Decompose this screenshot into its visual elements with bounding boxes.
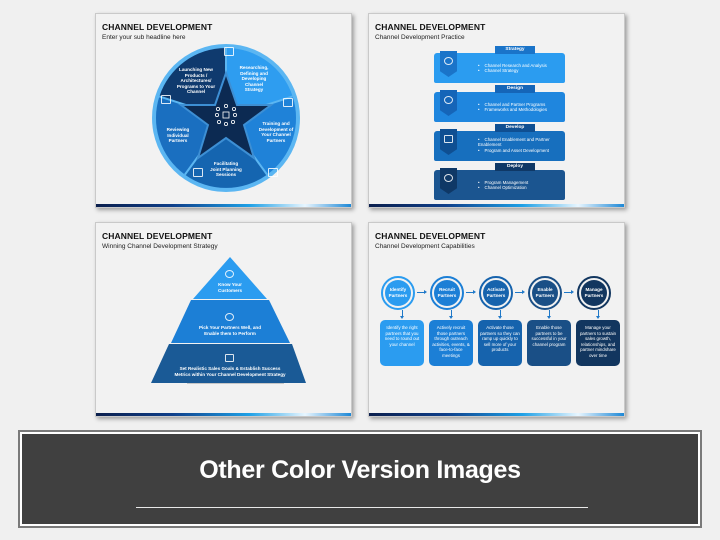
slide-accent-bar — [96, 204, 351, 207]
pen-nib-icon — [444, 96, 453, 104]
growth-chart-icon — [225, 354, 234, 362]
step-description: Actively recruit those partners through … — [429, 320, 473, 366]
pyramid-level-base: Set Realistic Sales Goals & Establish Su… — [174, 366, 286, 377]
step-title: Recruit Partners — [434, 280, 460, 306]
slide-title: CHANNEL DEVELOPMENT — [375, 231, 486, 241]
step-circle-recruit: Recruit Partners — [430, 276, 464, 310]
slide-accent-bar — [96, 413, 351, 416]
slide-subtitle: Winning Channel Development Strategy — [102, 243, 218, 250]
banner-divider — [136, 507, 588, 508]
bullet-item: Channel Optimization — [478, 185, 528, 190]
step-circle-manage: Manage Partners — [577, 276, 611, 310]
slide-title: CHANNEL DEVELOPMENT — [102, 22, 213, 32]
stage-badge — [440, 51, 457, 77]
stage-badge — [440, 90, 457, 116]
step-circle-enable: Enable Partners — [528, 276, 562, 310]
calendar-icon — [193, 168, 203, 177]
stage-tab-label: Design — [495, 85, 535, 93]
practice-stage-develop: Develop Channel Enablement and Partner E… — [434, 124, 565, 161]
step-title: Activate Partners — [483, 280, 509, 306]
channel-wheel-diagram: Launching New Products / Architectures/ … — [151, 43, 301, 193]
bullet-item: Frameworks and Methodologies — [478, 107, 547, 112]
slide-subtitle: Channel Development Practice — [375, 34, 465, 41]
slide-thumbnail-wheel[interactable]: CHANNEL DEVELOPMENT Enter your sub headl… — [95, 13, 352, 208]
practice-stage-strategy: Strategy Channel Research and Analysis C… — [434, 46, 565, 83]
stage-bullets: Channel Research and Analysis Channel St… — [478, 63, 547, 74]
practice-stage-deploy: Deploy Program Management Channel Optimi… — [434, 163, 565, 200]
wheel-segment-launching: Launching New Products / Architectures/ … — [176, 67, 216, 95]
cogs-icon — [444, 174, 453, 182]
stage-badge — [440, 129, 457, 155]
slide-thumbnail-pyramid[interactable]: CHANNEL DEVELOPMENT Winning Channel Deve… — [95, 222, 352, 417]
pyramid-graphic — [151, 257, 306, 384]
step-circle-identify: Identify Partners — [381, 276, 415, 310]
slide-subtitle: Channel Development Capabilities — [375, 243, 475, 250]
other-color-versions-banner[interactable]: Other Color Version Images — [18, 430, 702, 528]
step-title: Enable Partners — [532, 280, 558, 306]
arrow-down-icon — [547, 310, 551, 319]
arrow-down-icon — [400, 310, 404, 319]
slide-thumbnail-practice[interactable]: CHANNEL DEVELOPMENT Channel Development … — [368, 13, 625, 208]
slide-title: CHANNEL DEVELOPMENT — [102, 231, 213, 241]
bullet-item: Channel Strategy — [478, 68, 547, 73]
handshake-icon — [225, 313, 234, 321]
arrow-right-icon — [515, 290, 525, 294]
stage-bullets: Channel Enablement and Partner Enablemen… — [478, 137, 560, 153]
stage-bullets: Program Management Channel Optimization — [478, 180, 529, 191]
pyramid-level-middle: Pick Your Partners Well, and Enable them… — [198, 325, 262, 336]
wheel-segment-researching: Researching, Defining and Developing Cha… — [239, 65, 269, 93]
wheel-graphic — [152, 44, 300, 192]
gears-head-icon — [444, 57, 453, 65]
slide-title: CHANNEL DEVELOPMENT — [375, 22, 486, 32]
clipboard-icon — [268, 168, 278, 177]
step-description: Manage your partners to sustain sales gr… — [576, 320, 620, 366]
slide-thumbnail-capabilities[interactable]: CHANNEL DEVELOPMENT Channel Development … — [368, 222, 625, 417]
step-description: Activate those partners so they can ramp… — [478, 320, 522, 366]
arrow-down-icon — [449, 310, 453, 319]
stage-badge — [440, 168, 457, 194]
customers-search-icon — [225, 270, 234, 278]
stage-bullets: Channel and Partner Programs Frameworks … — [478, 102, 547, 113]
step-description: Enable those partners to be successful i… — [527, 320, 571, 366]
arrow-right-icon — [466, 290, 476, 294]
stage-tab-label: Strategy — [495, 46, 535, 54]
bullet-item: Channel Enablement and Partner Enablemen… — [478, 137, 560, 148]
step-circle-activate: Activate Partners — [479, 276, 513, 310]
bullet-item: Channel and Partner Programs — [478, 102, 547, 107]
step-description: Identify the right partners that you nee… — [380, 320, 424, 366]
arrow-down-icon — [498, 310, 502, 319]
wheel-segment-reviewing: Reviewing Individual Partners — [166, 127, 190, 144]
slide-accent-bar — [369, 413, 624, 416]
step-title: Manage Partners — [581, 280, 607, 306]
step-title: Identify Partners — [385, 280, 411, 306]
board-icon — [283, 98, 293, 107]
banner-title: Other Color Version Images — [199, 456, 521, 484]
code-monitor-icon — [444, 135, 453, 143]
slide-subtitle: Enter your sub headline here — [102, 34, 186, 41]
bullet-item: Channel Research and Analysis — [478, 63, 547, 68]
arrow-right-icon — [564, 290, 574, 294]
stage-tab-label: Develop — [495, 124, 535, 132]
practice-stage-design: Design Channel and Partner Programs Fram… — [434, 85, 565, 122]
wheel-segment-training: Training and Development of Your Channel… — [258, 121, 294, 143]
arrow-down-icon — [596, 310, 600, 319]
slide-accent-bar — [369, 204, 624, 207]
stage-tab-label: Deploy — [495, 163, 535, 171]
bullet-item: Program and Asset Development — [478, 148, 560, 153]
bullet-item: Program Management — [478, 180, 529, 185]
arrow-right-icon — [417, 290, 427, 294]
pyramid-level-top: Know Your Customers — [218, 282, 242, 293]
analytics-icon — [224, 47, 234, 56]
wheel-segment-facilitating: Facilitating Joint Planning Sessions — [210, 161, 242, 178]
product-box-icon — [161, 95, 171, 104]
